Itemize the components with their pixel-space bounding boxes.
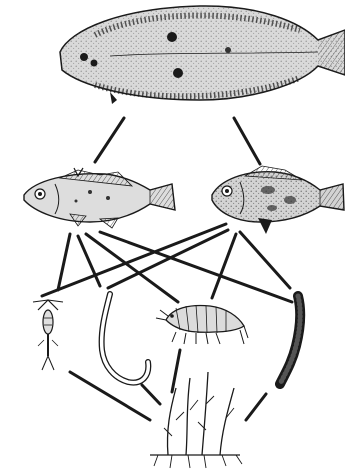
link-perch-nematode <box>108 230 228 288</box>
link-polychaete-algae <box>246 394 266 420</box>
link-perch-polychaete <box>240 232 290 288</box>
perch-fish-icon <box>212 166 344 234</box>
segmented-worm-icon <box>280 296 300 384</box>
flatfish-icon <box>60 6 345 104</box>
algae-plant-icon <box>150 372 242 468</box>
link-amphipod-algae <box>172 350 180 392</box>
roundworm-icon <box>102 294 149 383</box>
link-flounder-perch <box>234 118 260 164</box>
feeding-links <box>42 118 292 420</box>
copepod-icon <box>33 300 63 370</box>
link-perch-amphipod <box>212 234 236 298</box>
amphipod-shrimp-icon <box>156 305 248 344</box>
croaker-fish-icon <box>24 168 175 228</box>
link-nematode-algae <box>142 385 160 404</box>
link-flounder-croaker <box>95 118 124 162</box>
link-croaker-copepod <box>58 234 70 290</box>
